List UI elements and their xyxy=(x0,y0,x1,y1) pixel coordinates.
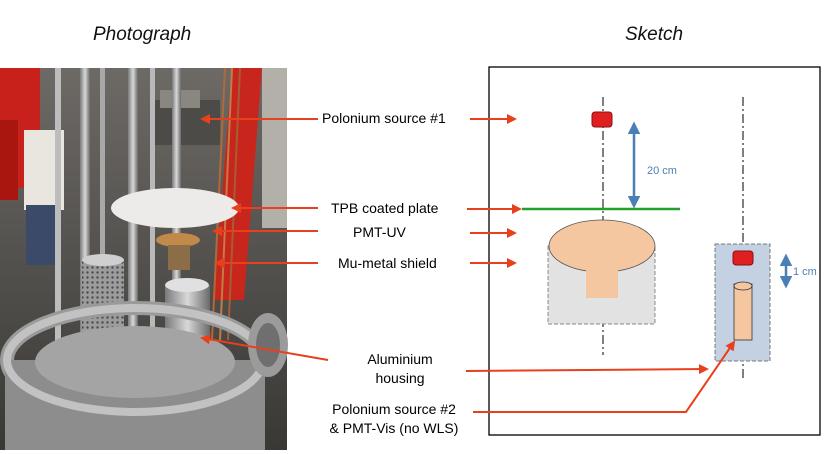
photograph-heading: Photograph xyxy=(93,24,192,45)
label-polonium2-line1: Polonium source #2 xyxy=(332,401,456,417)
label-polonium-source-1: Polonium source #1 xyxy=(322,110,446,126)
dimension-20cm-label: 20 cm xyxy=(647,165,677,177)
arrow-aluminium-photo xyxy=(200,334,329,361)
arrow-aluminium-sketch xyxy=(465,364,709,375)
arrow-polonium2-sketch xyxy=(473,340,736,413)
polonium-source-2-icon xyxy=(732,250,754,266)
label-tpb-coated-plate: TPB coated plate xyxy=(331,200,439,216)
pmt-uv-bulb xyxy=(548,219,656,273)
label-mu-metal-shield: Mu-metal shield xyxy=(338,255,437,271)
callout-arrows xyxy=(200,114,736,413)
label-aluminium-housing: Aluminium housing xyxy=(335,350,465,388)
pmt-vis-window xyxy=(733,281,753,291)
label-polonium2-line2: & PMT-Vis (no WLS) xyxy=(329,420,459,436)
label-aluminium-line2: housing xyxy=(375,370,425,386)
label-polonium-source-2: Polonium source #2 & PMT-Vis (no WLS) xyxy=(314,400,474,438)
photograph xyxy=(0,67,288,450)
label-pmt-uv: PMT-UV xyxy=(353,224,406,240)
label-aluminium-line1: Aluminium xyxy=(367,351,433,367)
pmt-vis-body xyxy=(733,283,753,341)
polonium-source-1-icon xyxy=(591,111,613,128)
dimension-1cm-label: 1 cm xyxy=(793,266,817,278)
sketch-heading: Sketch xyxy=(625,24,684,45)
pmt-uv-neck xyxy=(586,270,618,298)
